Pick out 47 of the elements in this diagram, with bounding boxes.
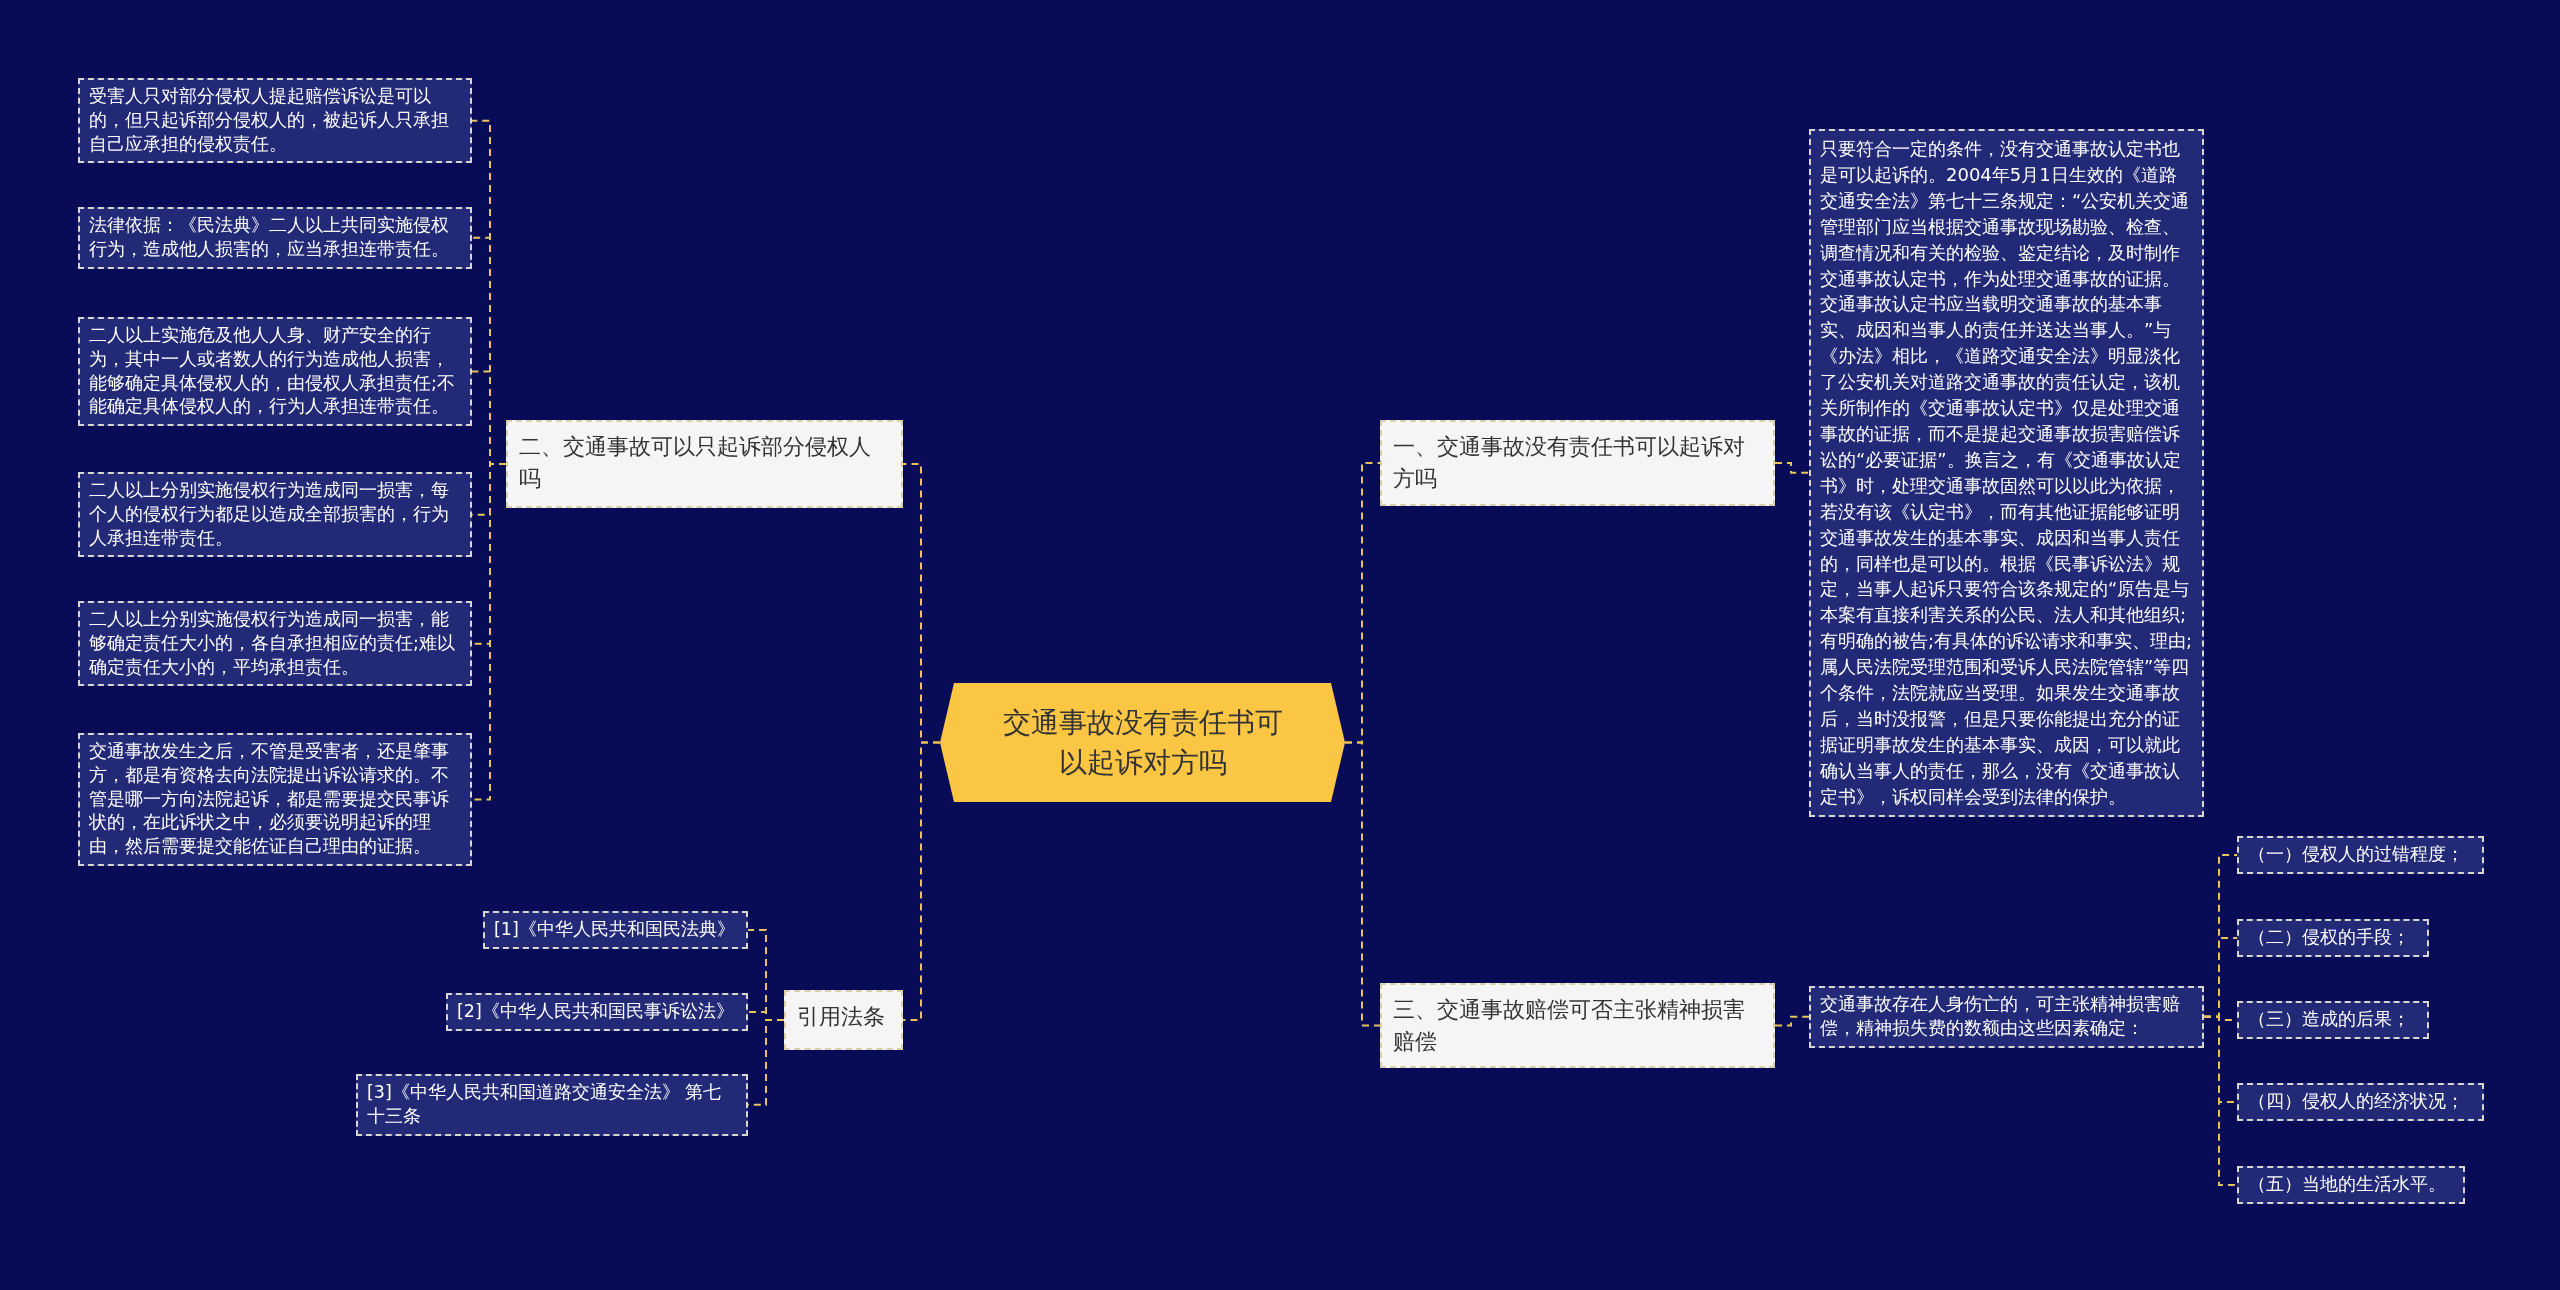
topic-card <box>784 990 903 1050</box>
note-text: （四）侵权人的经济状况； <box>2248 1091 2464 1111</box>
topic-text: 三、交通事故赔偿可否主张精神损害赔偿 <box>1393 997 1745 1054</box>
note-card <box>2237 1083 2484 1121</box>
note-card <box>78 733 472 866</box>
note-text: 交通事故发生之后，不管是受害者，还是肇事方，都是有资格去向法院提出诉讼请求的。不管是哪一方向法院起诉，都是需要提交民事诉状的，在此诉状之中，必须要说明起诉的理由，然后需要提交能佐证自己理由的证据。 <box>89 741 449 857</box>
note-text: 二人以上分别实施侵权行为造成同一损害，能够确定责任大小的，各自承担相应的责任;难以确定责任大小的，平均承担责任。 <box>89 609 455 677</box>
connector-line <box>1774 462 1810 474</box>
topic-text: 引用法条 <box>797 1004 885 1029</box>
note-text: （一）侵权人的过错程度； <box>2248 844 2464 864</box>
note-card <box>356 1074 748 1136</box>
note-text: （五）当地的生活水平。 <box>2248 1174 2446 1194</box>
note-text: 法律依据：《民法典》二人以上共同实施侵权行为，造成他人损害的，应当承担连带责任。 <box>89 215 449 259</box>
note-text: （三）造成的后果； <box>2248 1009 2410 1029</box>
central-topic-text: 交通事故没有责任书可以起诉对方吗 <box>1001 705 1284 781</box>
note-text: [1]《中华人民共和国民法典》 <box>494 919 735 939</box>
topic-text: 一、交通事故没有责任书可以起诉对方吗 <box>1393 434 1745 491</box>
note-card <box>2237 1166 2465 1204</box>
note-card <box>1809 986 2204 1048</box>
note-card <box>2237 836 2484 874</box>
note-card <box>78 601 472 687</box>
topic-card <box>1380 983 1775 1068</box>
note-card <box>2237 919 2429 957</box>
topic-card <box>1380 420 1775 506</box>
connector-line <box>1344 741 1381 1027</box>
note-card <box>483 911 748 949</box>
note-card <box>78 472 472 558</box>
note-text: 二人以上实施危及他人人身、财产安全的行为，其中一人或者数人的行为造成他人损害，能够确定具体侵权人的，由侵权人承担责任;不能确定具体侵权人的，行为人承担连带责任。 <box>89 325 455 417</box>
central-topic-hexagon <box>940 683 1345 802</box>
note-card <box>446 993 748 1031</box>
note-text: 二人以上分别实施侵权行为造成同一损害，每个人的侵权行为都足以造成全部损害的，行为人承担连带责任。 <box>89 480 449 548</box>
note-card <box>78 78 472 164</box>
connector-line <box>1774 1015 1810 1027</box>
connector-line <box>2203 1015 2238 1186</box>
topic-text: 二、交通事故可以只起诉部分侵权人吗 <box>519 434 871 491</box>
note-text: [3]《中华人民共和国道路交通安全法》 第七十三条 <box>367 1082 722 1126</box>
note-card <box>2237 1001 2429 1039</box>
topic-card <box>506 420 903 508</box>
note-card <box>78 207 472 269</box>
connector-line <box>471 463 507 801</box>
note-card <box>78 317 472 427</box>
note-text: 受害人只对部分侵权人提起赔偿诉讼是可以的，但只起诉部分侵权人的，被起诉人只承担自己应承担的侵权责任。 <box>89 86 449 154</box>
note-text: （二）侵权的手段； <box>2248 927 2410 947</box>
note-text: [2]《中华人民共和国民事诉讼法》 <box>457 1001 734 1021</box>
note-text: 只要符合一定的条件，没有交通事故认定书也是可以起诉的。2004年5月1日生效的《道路交通安全法》第七十三条规定：“公安机关交通管理部门应当根据交通事故现场勘验、检查、调查情况和有关的检验、鉴定结论，及时制作交通事故认定书，作为处理交通事故的证据。交通事故认定书应当载明交通事故的基本事实、成因和当事人的责任并送达当事人。”与《办法》相比，《道路交通安全法》明显淡化了公安机关对道路交通事故的责任认定，该机关所制作的《交通事故认定书》仅是处理交通事故的证据，而不是提起交通事故损害赔偿诉讼的“必要证据”。换言之，有《交通事故认定书》时，处理交通事故固然可以以此为依据，若没有该《认定书》，而有其他证据能够证明交通事故发生的基本事实、成因和当事人责任的，同样也是可以的。根据《民事诉讼法》规定，当事人起诉只要符合该条规定的“原告是与本案有直接利害关系的公民、法人和其他组织;有明确的被告;有具体的诉讼请求和事实、理由;属人民法院受理范围和受诉人民法院管辖”等四个条件，法院就应当受理。如果发生交通事故后，当时没报警，但是只要你能提出充分的证据证明事故发生的基本事实、成因，可以就此确认当事人的责任，那么，没有《交通事故认定书》，诉权同样会受到法律的保护。 <box>1820 138 2193 807</box>
note-text: 交通事故存在人身伤亡的，可主张精神损害赔偿，精神损失费的数额由这些因素确定： <box>1820 994 2180 1038</box>
connector-line <box>902 741 941 1021</box>
